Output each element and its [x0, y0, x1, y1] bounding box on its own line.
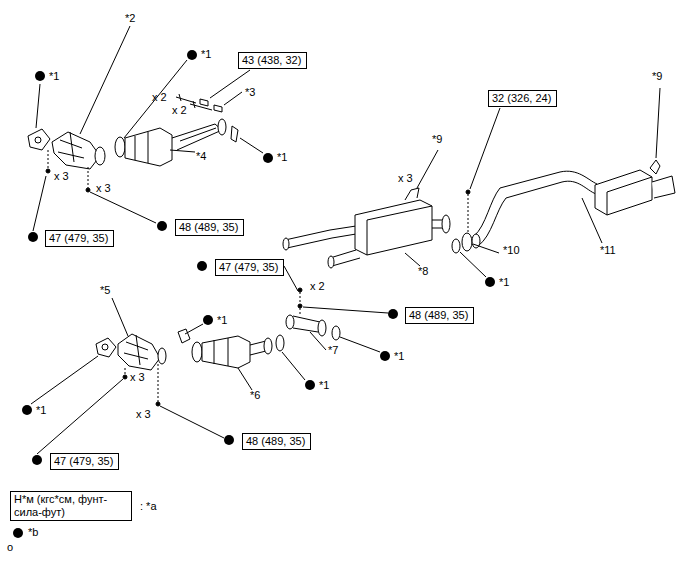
units-text: Н*м (кгс*см, фунт-сила-фут) — [14, 493, 107, 518]
callout-label: *6 — [250, 389, 260, 402]
callout-label: x 2 — [310, 280, 325, 293]
torque-spec-box: 47 (479, 35) — [215, 259, 284, 276]
callout-label: *3 — [245, 86, 255, 99]
callout-label: x 2 — [172, 104, 187, 117]
callout-label: *8 — [418, 265, 428, 278]
torque-value: 48 (489, 35) — [409, 309, 468, 321]
callout-label: *1 — [49, 70, 59, 83]
callout-label: *10 — [503, 244, 520, 257]
callout-label: x 3 — [398, 172, 413, 185]
callout-label: *2 — [125, 12, 135, 25]
torque-value: 47 (479, 35) — [219, 261, 278, 273]
callout-label: *1 — [36, 404, 46, 417]
callout-label: *1 — [499, 276, 509, 289]
torque-spec-box: 47 (479, 35) — [50, 453, 119, 470]
callout-label: *1 — [277, 151, 287, 164]
torque-value: 32 (326, 24) — [492, 92, 551, 104]
callout-label: *9 — [652, 70, 662, 83]
torque-spec-box: 32 (326, 24) — [488, 90, 557, 107]
callout-label: *7 — [328, 344, 338, 357]
callout-label: *1 — [217, 314, 227, 327]
torque-value: 48 (489, 35) — [246, 435, 305, 447]
torque-spec-box: 48 (489, 35) — [175, 219, 244, 236]
callout-label: x 3 — [136, 408, 151, 421]
torque-spec-box: 48 (489, 35) — [242, 433, 311, 450]
units-legend-box: Н*м (кгс*см, фунт-сила-фут) — [10, 491, 132, 521]
torque-value: 47 (479, 35) — [49, 232, 108, 244]
callout-label: x 2 — [152, 91, 167, 104]
callout-label: x 3 — [96, 182, 111, 195]
callout-label: *1 — [319, 379, 329, 392]
callout-label: *5 — [100, 284, 110, 297]
callout-label: *9 — [432, 133, 442, 146]
torque-value: 43 (438, 32) — [242, 54, 301, 66]
torque-value: 48 (489, 35) — [179, 221, 238, 233]
callout-label: *11 — [600, 244, 616, 257]
callout-label: *1 — [394, 350, 404, 363]
torque-value: 47 (479, 35) — [54, 455, 113, 467]
torque-spec-box: 43 (438, 32) — [238, 52, 307, 69]
torque-spec-box: 48 (489, 35) — [405, 307, 474, 324]
callout-label: *b — [28, 526, 38, 539]
callout-label: x 3 — [130, 371, 145, 384]
callout-label: x 3 — [54, 170, 69, 183]
callout-label: *1 — [201, 48, 211, 61]
callout-label: : *a — [140, 500, 157, 513]
callout-label: o — [7, 541, 13, 554]
torque-spec-box: 47 (479, 35) — [45, 230, 114, 247]
callout-label: *4 — [196, 150, 206, 163]
